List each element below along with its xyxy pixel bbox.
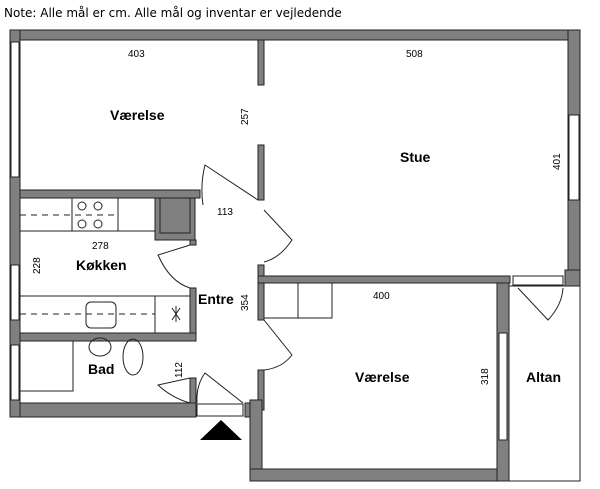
entrance-arrow-icon xyxy=(200,420,242,440)
room-label-bedroom1: Værelse xyxy=(110,107,165,123)
room-label-hall: Entre xyxy=(198,291,234,307)
room-label-balcony: Altan xyxy=(526,369,561,385)
dim-kitchen-height: 228 xyxy=(32,257,43,274)
wardrobe xyxy=(263,282,333,319)
dim-bedroom2-height: 318 xyxy=(480,368,491,385)
room-label-kitchen: Køkken xyxy=(76,257,127,273)
room-label-living: Stue xyxy=(400,149,431,165)
dim-living-height: 401 xyxy=(552,153,563,170)
dim-bedroom2-width: 400 xyxy=(373,291,390,302)
dim-kitchen-width: 278 xyxy=(92,241,109,252)
bath-fixtures xyxy=(19,337,144,392)
plan-note: Note: Alle mål er cm. Alle mål og invent… xyxy=(4,6,342,20)
walls xyxy=(9,29,581,482)
doors xyxy=(156,164,564,404)
room-label-bedroom2: Værelse xyxy=(355,369,410,385)
dim-bedroom1-width: 403 xyxy=(128,49,145,60)
kitchen-counters xyxy=(19,197,191,334)
dim-hall-width: 113 xyxy=(217,207,233,218)
room-label-bath: Bad xyxy=(88,361,114,377)
dim-bedroom1-height: 257 xyxy=(240,108,251,125)
dim-hall-height: 354 xyxy=(240,294,251,311)
windows xyxy=(10,41,580,441)
dim-living-width: 508 xyxy=(406,49,423,60)
balcony-outline xyxy=(508,285,581,482)
dim-bath-height: 112 xyxy=(174,362,185,378)
